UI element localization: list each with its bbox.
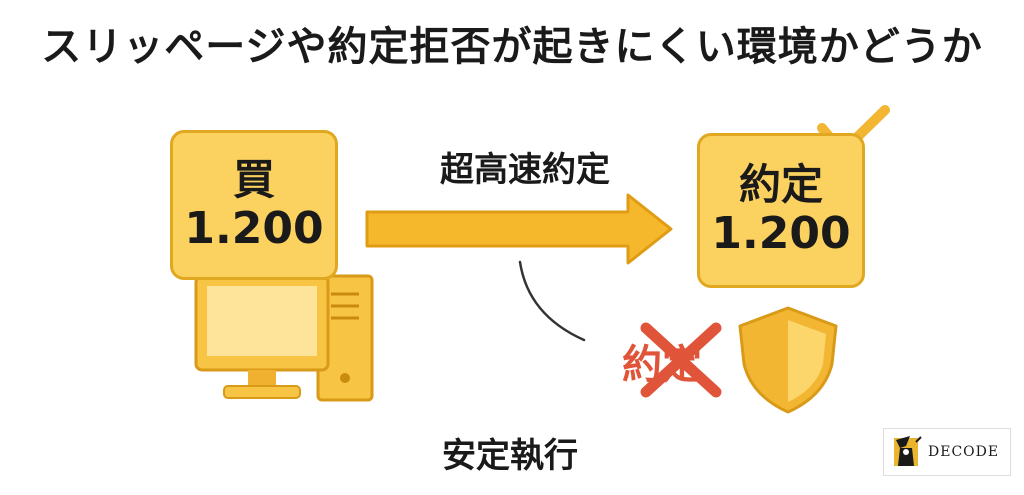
logo-text: DECODE	[928, 444, 1000, 460]
shield-icon	[738, 306, 838, 414]
fill-label: 約定	[738, 160, 823, 210]
fill-price: 1.200	[711, 208, 851, 260]
decode-logo: DECODE	[883, 428, 1011, 476]
buy-order-card: 買 1.200	[170, 130, 338, 280]
cross-icon	[640, 322, 722, 398]
bottom-label: 安定執行	[442, 436, 578, 476]
fill-result-card: 約定 1.200	[697, 133, 865, 288]
page-title: スリッページや約定拒否が起きにくい環境かどうか	[41, 24, 983, 70]
arrow-icon	[365, 193, 673, 265]
buy-price: 1.200	[184, 202, 324, 254]
computer-icon	[194, 274, 374, 402]
connector-curve	[518, 260, 586, 342]
wizard-logo-icon	[894, 436, 922, 466]
arrow-label: 超高速約定	[440, 150, 610, 190]
buy-label: 買	[232, 154, 275, 204]
